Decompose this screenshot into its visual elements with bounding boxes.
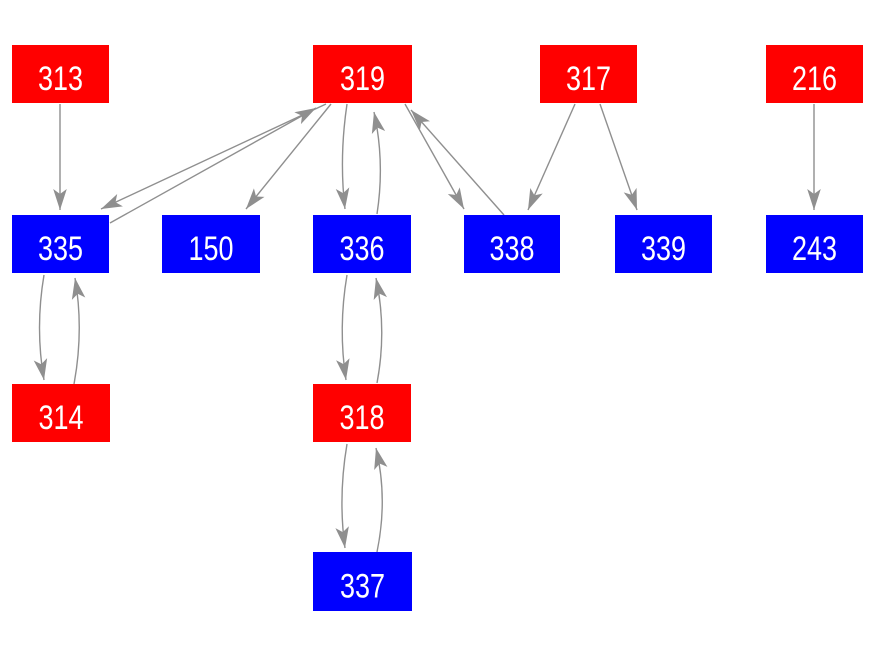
node-337-label: 337 — [340, 568, 385, 606]
node-336-label: 336 — [340, 230, 385, 268]
edge-319-150-arrowhead-icon — [246, 188, 265, 209]
node-336 — [313, 215, 411, 273]
node-319-label: 319 — [340, 60, 385, 98]
node-339-label: 339 — [641, 230, 686, 268]
node-314-label: 314 — [39, 399, 84, 437]
node-243 — [766, 215, 863, 273]
edge-338-319-arrowhead-icon — [411, 110, 431, 131]
edge-319-335-arrowhead-icon — [101, 193, 123, 209]
edge-336-319-arrowhead-icon — [371, 112, 386, 134]
node-243-label: 243 — [792, 230, 837, 268]
edge-318-337-arrowhead-icon — [335, 526, 349, 548]
edge-313-335-arrowhead-icon — [53, 189, 67, 210]
node-216 — [766, 45, 863, 103]
node-339 — [615, 215, 712, 273]
node-335-label: 335 — [38, 230, 83, 268]
edge-335-314-arrowhead-icon — [33, 358, 48, 380]
edge-319-150 — [245, 103, 332, 210]
node-335 — [12, 215, 109, 273]
node-313-label: 313 — [38, 60, 83, 98]
node-150 — [162, 215, 260, 273]
edge-335-319-arrowhead-icon — [294, 108, 316, 125]
node-314 — [12, 384, 110, 442]
edge-319-335 — [100, 103, 327, 210]
node-313 — [12, 45, 109, 103]
edge-335-319 — [109, 107, 317, 224]
node-318 — [313, 384, 411, 442]
edge-319-338-arrowhead-icon — [447, 187, 464, 209]
edge-319-338 — [404, 103, 465, 210]
edge-337-318-arrowhead-icon — [374, 448, 388, 470]
node-150-label: 150 — [189, 230, 234, 268]
edge-318-336-arrowhead-icon — [373, 278, 387, 300]
edge-216-243-arrowhead-icon — [807, 189, 821, 210]
edge-314-335-arrowhead-icon — [71, 278, 86, 300]
edge-317-339 — [599, 103, 638, 211]
node-319 — [313, 45, 412, 103]
edge-317-338 — [527, 103, 576, 211]
node-317 — [540, 45, 637, 103]
node-338 — [464, 215, 560, 273]
node-216-label: 216 — [792, 60, 837, 98]
edge-319-336-arrowhead-icon — [335, 187, 350, 209]
edge-317-338-arrowhead-icon — [528, 188, 543, 210]
node-337 — [313, 552, 412, 611]
edge-317-339-arrowhead-icon — [623, 187, 637, 210]
node-318-label: 318 — [340, 399, 385, 437]
node-338-label: 338 — [490, 230, 535, 268]
node-317-label: 317 — [566, 60, 611, 98]
edge-336-318-arrowhead-icon — [336, 358, 350, 380]
